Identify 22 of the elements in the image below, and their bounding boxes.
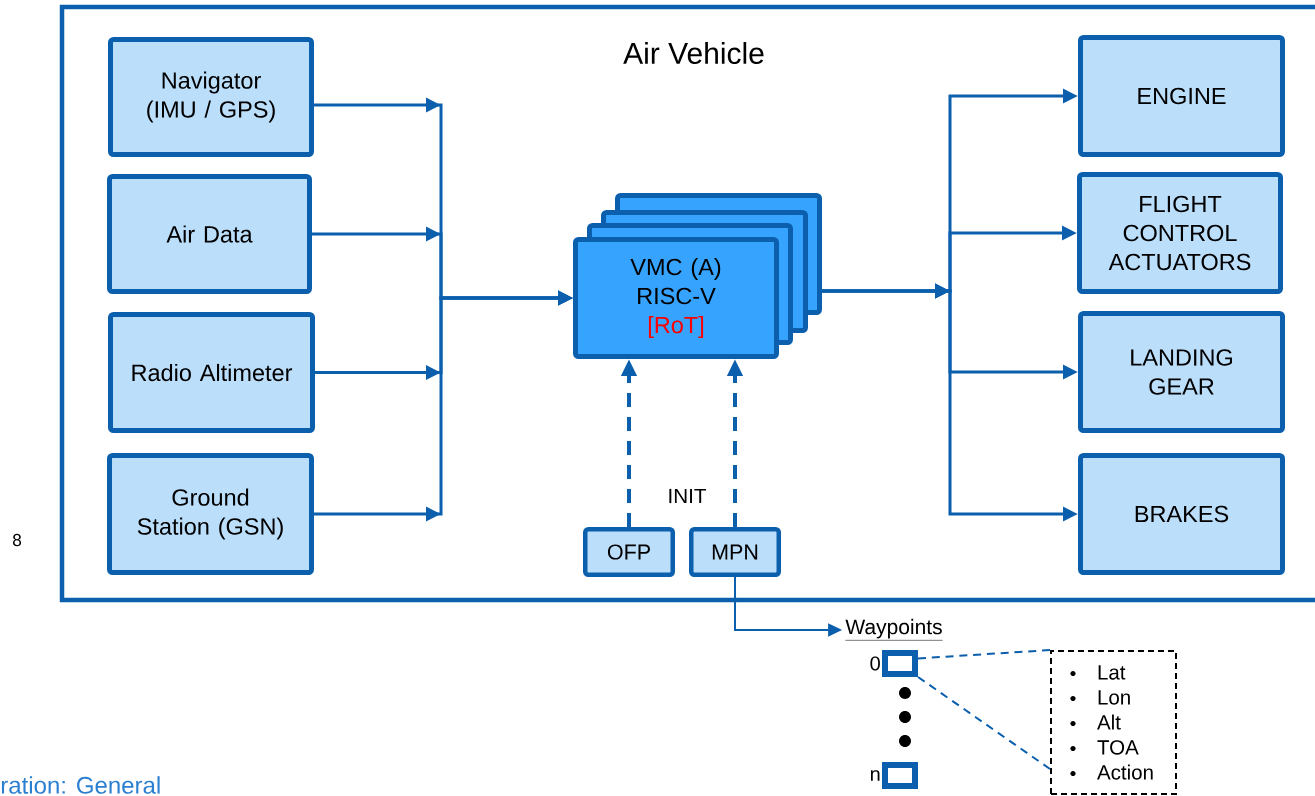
dashed-line (917, 676, 1051, 770)
component-box: Radio Altimeter (108, 312, 315, 433)
stacked-processor-box: VMC (A) RISC-V [RoT] (573, 193, 822, 359)
component-box: BRAKES (1078, 453, 1285, 575)
waypoint-slot (882, 650, 918, 677)
small-box: MPN (689, 527, 781, 577)
component-box: Air Data (107, 174, 312, 294)
footer-text: ration: General (1, 776, 160, 794)
dashed-line (917, 649, 1051, 660)
component-box: LANDING GEAR (1078, 311, 1285, 433)
slot-index: n (870, 770, 880, 781)
component-box: Ground Station (GSN) (107, 453, 314, 575)
small-box: OFP (583, 527, 675, 577)
waypoint-slot (882, 762, 918, 789)
page-number: 8 (12, 533, 22, 547)
dashed-list-box: Lat Lon Alt TOA Action (1050, 650, 1177, 795)
slot-index: 0 (870, 656, 880, 671)
annotation-label: INIT (669, 488, 707, 504)
underlined-heading: Waypoints (845, 618, 943, 641)
component-box: Navigator (IMU / GPS) (108, 37, 314, 157)
component-box: FLIGHT CONTROL ACTUATORS (1077, 172, 1283, 294)
component-box: ENGINE (1078, 35, 1285, 157)
